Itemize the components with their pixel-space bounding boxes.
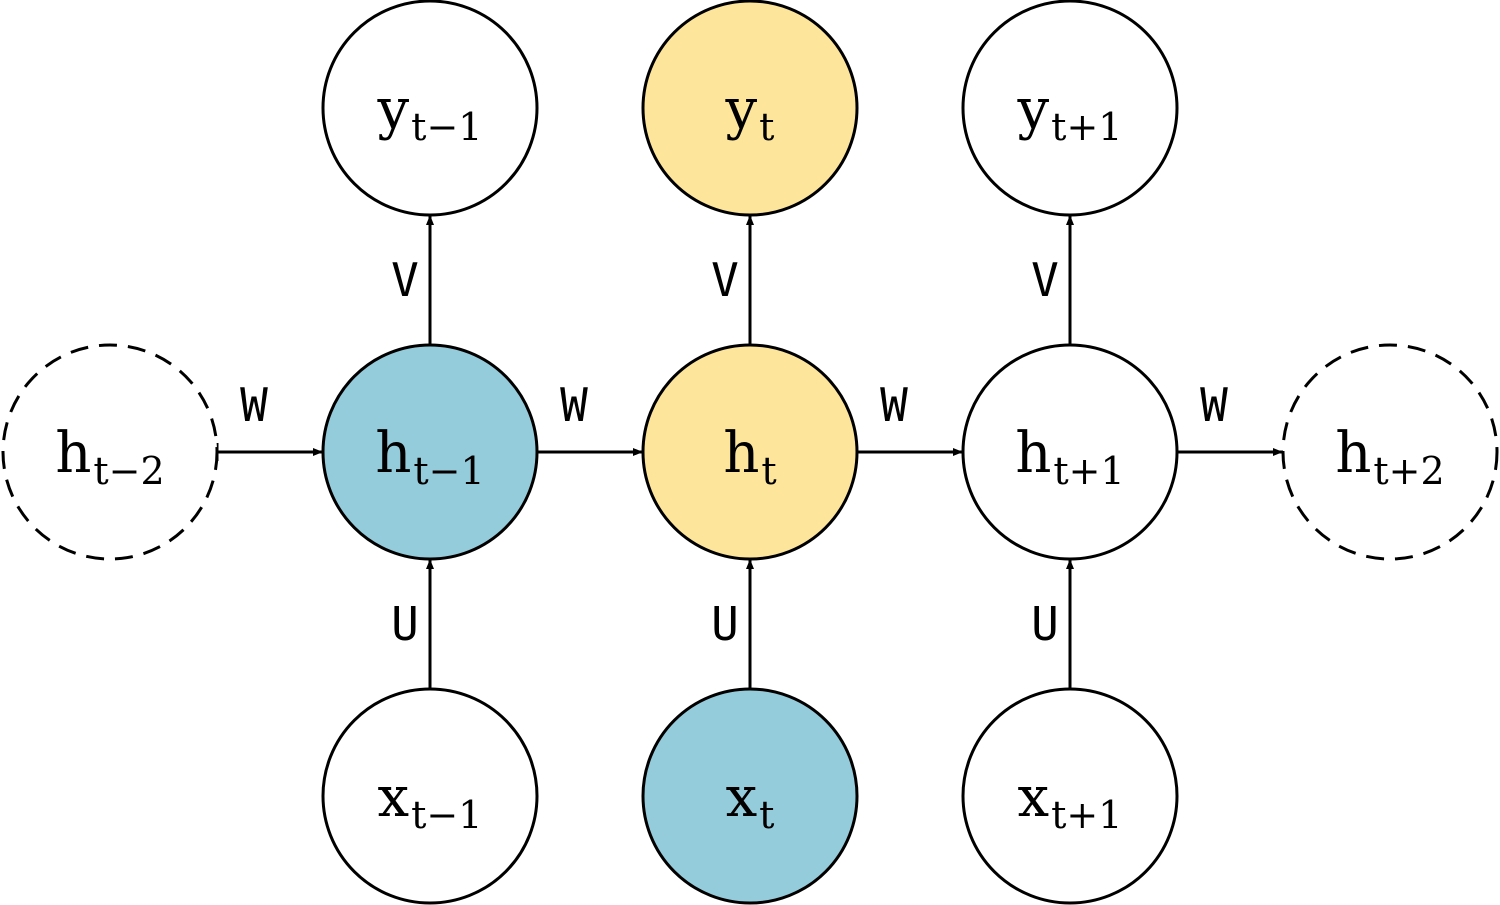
- node-h_tm2: ht−2: [1, 343, 219, 561]
- edges-layer: W W W W V V V U U U: [215, 215, 1283, 689]
- node-label-base: x: [378, 765, 410, 830]
- node-label-base: h: [55, 421, 91, 486]
- node-label-subscript: t: [759, 793, 774, 837]
- node-circle: [1, 343, 219, 561]
- node-circle: [321, 343, 539, 561]
- node-circle: [321, 687, 539, 905]
- node-label-subscript: t: [759, 105, 774, 149]
- node-x_tp1: xt+1: [961, 687, 1179, 905]
- edge-h_t-to-y_t: V: [711, 215, 754, 345]
- node-label: ht+1: [1015, 421, 1124, 493]
- edge-h_t-to-h_tp1: W: [857, 378, 963, 456]
- node-label: ht−2: [55, 421, 164, 493]
- node-y_tm1: yt−1: [321, 0, 539, 217]
- edge-label-u: U: [391, 597, 419, 651]
- edge-x_tp1-to-h_tp1: U: [1031, 559, 1074, 689]
- node-circle: [321, 0, 539, 217]
- node-circle: [641, 687, 859, 905]
- node-label: xt−1: [378, 765, 483, 837]
- node-circle: [641, 0, 859, 217]
- node-label-base: h: [1015, 421, 1051, 486]
- node-label: ht: [723, 421, 776, 493]
- node-label-subscript: t+2: [1373, 449, 1444, 493]
- node-label: yt+1: [1017, 77, 1123, 149]
- edge-h_tm1-to-h_t: W: [537, 378, 643, 456]
- node-label: ht+2: [1335, 421, 1444, 493]
- node-label-subscript: t−1: [411, 105, 482, 149]
- node-y_t: yt: [641, 0, 859, 217]
- node-h_tp1: ht+1: [961, 343, 1179, 561]
- edge-label-v: V: [711, 253, 739, 307]
- edge-h_tp1-to-h_tp2: W: [1177, 378, 1283, 456]
- edge-label-w: W: [560, 378, 588, 432]
- node-label-base: x: [726, 765, 758, 830]
- edge-label-v: V: [391, 253, 419, 307]
- node-label: ht−1: [375, 421, 484, 493]
- node-label-subscript: t−2: [93, 449, 164, 493]
- node-y_tp1: yt+1: [961, 0, 1179, 217]
- edge-h_tp1-to-y_tp1: V: [1031, 215, 1074, 345]
- node-label-base: h: [723, 421, 759, 486]
- edge-h_tm2-to-h_tm1: W: [215, 378, 323, 461]
- node-label: yt: [725, 77, 775, 149]
- node-label-subscript: t−1: [413, 449, 484, 493]
- node-label-base: x: [1018, 765, 1050, 830]
- node-label-subscript: t: [761, 449, 776, 493]
- node-label-base: y: [725, 77, 758, 142]
- node-label-base: y: [1017, 77, 1050, 142]
- edge-label-w: W: [880, 378, 908, 432]
- edge-label-u: U: [1031, 597, 1059, 651]
- node-label-base: y: [377, 77, 410, 142]
- node-label: xt: [726, 765, 775, 837]
- edge-x_tm1-to-h_tm1: U: [391, 559, 434, 689]
- edge-x_t-to-h_t: U: [711, 559, 754, 689]
- edge-label-w: W: [1200, 378, 1228, 432]
- node-label-base: h: [375, 421, 411, 486]
- node-circle: [961, 343, 1179, 561]
- node-circle: [641, 343, 859, 561]
- node-x_t: xt: [641, 687, 859, 905]
- edge-label-w: W: [240, 378, 268, 432]
- node-circle: [1281, 343, 1499, 561]
- node-label-subscript: t+1: [1053, 449, 1124, 493]
- node-label: xt+1: [1018, 765, 1123, 837]
- node-circle: [961, 687, 1179, 905]
- node-label-subscript: t+1: [1051, 105, 1122, 149]
- edge-label-u: U: [711, 597, 739, 651]
- node-x_tm1: xt−1: [321, 687, 539, 905]
- node-h_t: ht: [641, 343, 859, 561]
- node-label: yt−1: [377, 77, 483, 149]
- node-circle: [961, 0, 1179, 217]
- node-label-subscript: t−1: [411, 793, 482, 837]
- node-label-subscript: t+1: [1051, 793, 1122, 837]
- node-h_tm1: ht−1: [321, 343, 539, 561]
- edge-h_tm1-to-y_tm1: V: [391, 215, 434, 345]
- node-label-base: h: [1335, 421, 1371, 486]
- edge-label-v: V: [1031, 253, 1059, 307]
- node-h_tp2: ht+2: [1281, 343, 1499, 561]
